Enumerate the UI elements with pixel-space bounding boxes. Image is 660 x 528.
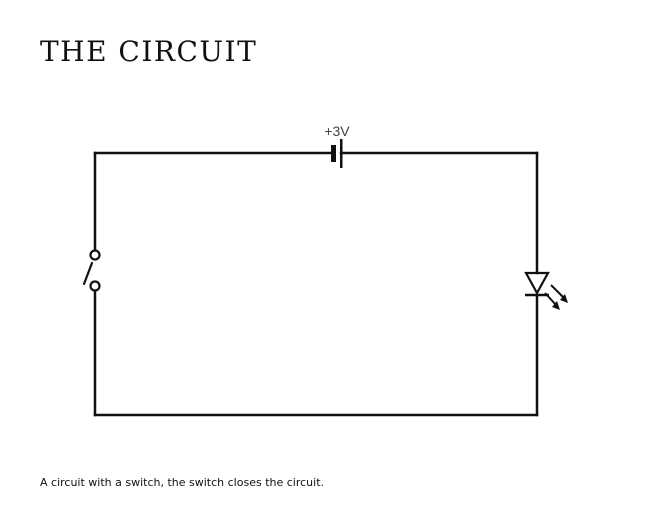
led-diode-triangle (524, 271, 550, 296)
battery-symbol: +3V (324, 123, 350, 168)
battery-positive-plate (340, 139, 343, 168)
led-symbol (524, 271, 568, 310)
battery-negative-plate (331, 145, 336, 162)
diagram-caption: A circuit with a switch, the switch clos… (40, 476, 325, 489)
led-arrow-1-head (560, 294, 568, 303)
switch-lever (82, 261, 94, 286)
switch-symbol[interactable] (82, 249, 101, 292)
page-title: THE CIRCUIT (40, 35, 258, 68)
battery-voltage-label: +3V (324, 123, 350, 139)
led-arrow-2-head (552, 301, 560, 310)
switch-top-contact (89, 249, 101, 261)
led-arrow-1-shaft (550, 284, 566, 300)
switch-bottom-contact (89, 280, 101, 292)
circuit-wires (93, 151, 539, 417)
